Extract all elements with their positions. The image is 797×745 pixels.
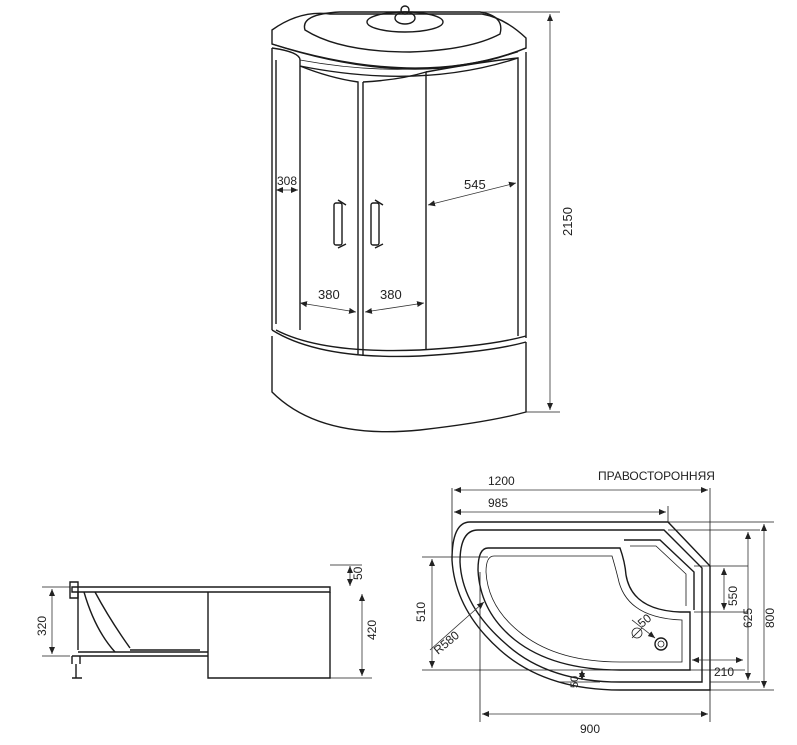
dim-side-panel: 308 [277,174,297,188]
dim-800: 800 [763,608,777,628]
dim-bottom-gap: 50 [569,676,581,688]
dim-radius: R580 [431,628,462,657]
dim-fixed-right: 545 [464,177,486,192]
front-view: 308 545 380 380 2150 [271,5,575,433]
dim-door-right: 380 [380,287,402,302]
dim-tray-height: 320 [35,616,49,636]
side-view: 320 50 420 [35,564,379,679]
dim-corner: 210 [714,665,734,679]
dim-bath-length: 985 [488,496,508,510]
dim-top: 50 [351,566,365,580]
orientation-label: ПРАВОСТОРОННЯЯ [598,469,715,483]
dim-drain: 50 [635,611,654,631]
dim-depth-left: 510 [414,602,428,622]
dim-625: 625 [741,608,755,628]
dim-550: 550 [726,586,740,606]
dim-total: 420 [365,620,379,640]
dim-total-height: 2150 [560,207,575,236]
plan-view: ПРАВОСТОРОННЯЯ 1200 985 510 R580 5 [414,469,777,736]
dim-width-bottom: 900 [580,722,600,736]
dim-length: 1200 [488,474,515,488]
dim-door-left: 380 [318,287,340,302]
